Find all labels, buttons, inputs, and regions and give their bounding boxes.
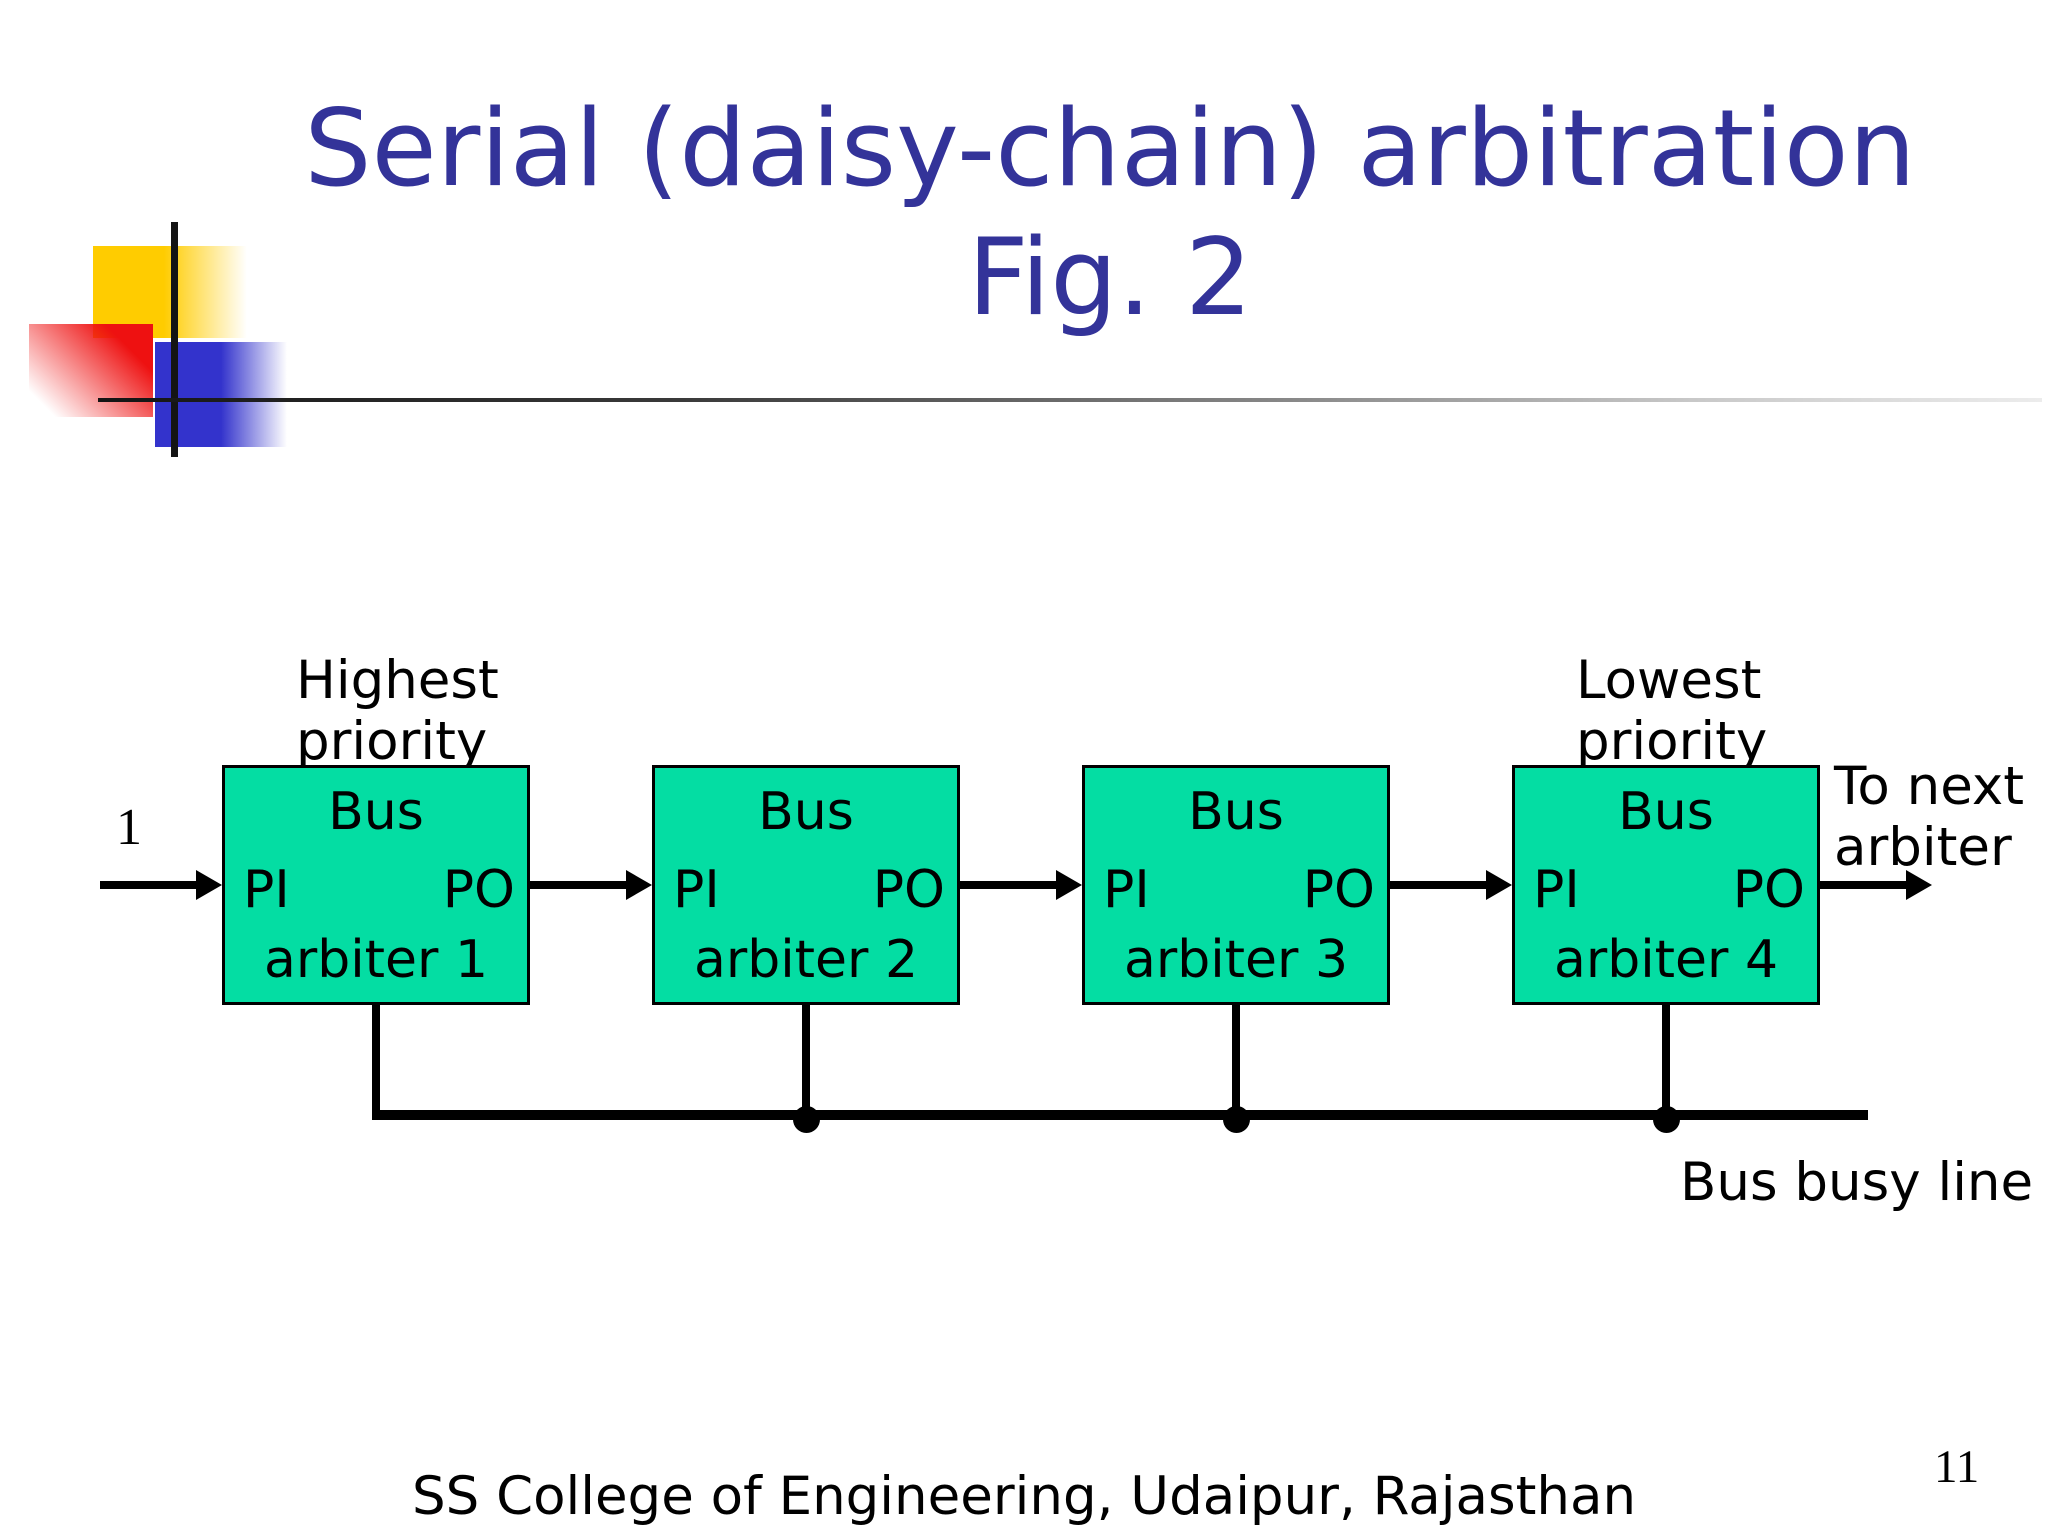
arbiter-3-bus-label: Bus [1188,782,1284,842]
arrow-arbiter1-to-arbiter2 [530,870,652,900]
arrow-arbiter3-to-arbiter4 [1390,870,1512,900]
arbiter-4-bus-label: Bus [1618,782,1714,842]
bus-arbiter-2-box: Bus PI PO arbiter 2 [652,765,960,1005]
to-next-arbiter-line1: To next [1834,756,2025,817]
arbiter-4-pi-port: PI [1533,860,1580,920]
arbiter-2-name-label: arbiter 2 [693,930,919,990]
output-arrow-to-next-arbiter [1820,870,1932,900]
arbiter-4-busy-drop-line [1662,1005,1670,1110]
arbiter-1-name-label: arbiter 1 [263,930,489,990]
arbiter-2-pi-port: PI [673,860,720,920]
bus-arbiter-3-box: Bus PI PO arbiter 3 [1082,765,1390,1005]
title-line-2: Fig. 2 [967,216,1253,340]
output-arrow-head [1906,870,1932,900]
arbiter-1-po-port: PO [442,860,515,920]
arbiter-4-po-port: PO [1732,860,1805,920]
arrow-shaft [960,881,1058,889]
page-title: Serial (daisy-chain) arbitration Fig. 2 [180,84,2040,343]
arbiter-4-name-label: arbiter 4 [1553,930,1779,990]
bus-arbiter-1-box: Bus PI PO arbiter 1 [222,765,530,1005]
arrow-arbiter2-to-arbiter3 [960,870,1082,900]
arbiter-1-busy-drop-line [372,1005,380,1120]
highest-priority-line2: priority [296,711,488,773]
bus-busy-junction-dot-3 [1223,1106,1250,1133]
title-divider-line [98,398,2042,402]
bus-busy-line-label: Bus busy line [1680,1152,2034,1213]
lowest-priority-line1: Lowest [1576,650,1762,711]
output-arrow-shaft [1820,881,1908,889]
decoration-vertical-line [171,222,178,457]
arbiter-3-po-port: PO [1302,860,1375,920]
title-line-1: Serial (daisy-chain) arbitration [304,87,1916,210]
arbiter-3-busy-drop-line [1232,1005,1240,1110]
bus-busy-line [372,1110,1868,1120]
page-number: 11 [1934,1441,1980,1493]
highest-priority-label: Highest priority [296,650,499,773]
bus-busy-junction-dot-2 [793,1106,820,1133]
arbiter-3-pi-port: PI [1103,860,1150,920]
arrow-head [1056,870,1082,900]
footer-text: SS College of Engineering, Udaipur, Raja… [411,1466,1637,1527]
to-next-arbiter-line2: arbiter [1834,817,2012,879]
arbiter-2-po-port: PO [872,860,945,920]
arbiter-2-bus-label: Bus [758,782,854,842]
arrow-head [626,870,652,900]
lowest-priority-label: Lowest priority [1576,650,1767,773]
arbiter-2-busy-drop-line [802,1005,810,1110]
input-arrow-shaft [100,881,198,889]
decoration-red-square [29,324,153,417]
arbiter-1-pi-port: PI [243,860,290,920]
bus-arbiter-4-box: Bus PI PO arbiter 4 [1512,765,1820,1005]
lowest-priority-line2: priority [1576,711,1768,773]
input-signal-label: 1 [116,799,142,856]
arrow-head [1486,870,1512,900]
arrow-shaft [1390,881,1488,889]
input-arrow-head [196,870,222,900]
input-arrow [100,870,222,900]
to-next-arbiter-label: To next arbiter [1834,756,2024,879]
arbiter-1-bus-label: Bus [328,782,424,842]
arbiter-3-name-label: arbiter 3 [1123,930,1349,990]
arrow-shaft [530,881,628,889]
highest-priority-line1: Highest [296,650,499,711]
decoration-yellow-square [93,246,247,338]
bus-busy-junction-dot-4 [1653,1106,1680,1133]
